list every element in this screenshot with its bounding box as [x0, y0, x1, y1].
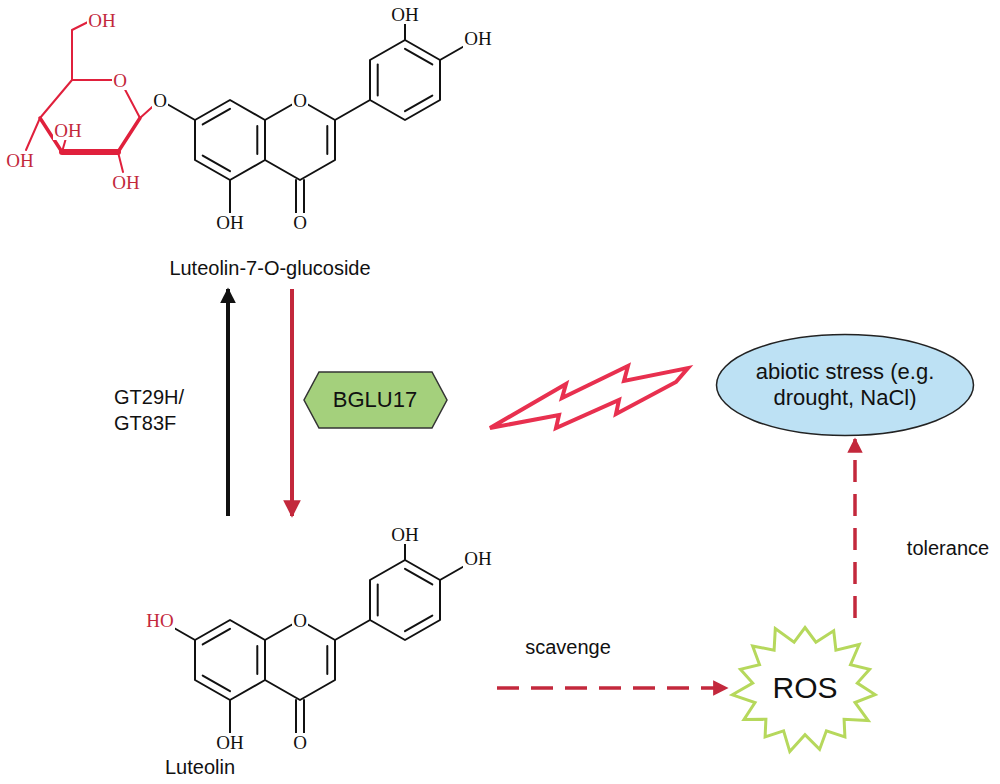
arrow	[290, 289, 294, 516]
edge-label: scavenge	[523, 634, 613, 660]
hexagon-shape	[304, 372, 447, 428]
atom-label-box: O	[112, 71, 128, 90]
dashed-arrow	[497, 686, 727, 690]
atom-label-box: OH	[111, 173, 140, 192]
atom-label-box: OH	[215, 733, 244, 752]
atom-label-box: OH	[390, 5, 419, 24]
edge-label-box: scavenge	[523, 634, 613, 660]
node-text: abiotic stress (e.g. drought, NaCl)	[745, 359, 945, 412]
enzyme-hexagon: BGLU17	[303, 371, 448, 429]
node-text: Luteolin	[165, 755, 235, 779]
arrow	[226, 289, 230, 516]
edge-label: tolerance	[905, 535, 991, 561]
atom-label-box: O	[292, 213, 308, 232]
atom-label-box: OH	[390, 525, 419, 544]
atom-label-box: OH	[53, 121, 82, 140]
node-text: ROS	[772, 670, 837, 706]
atom-label-box: OH	[215, 213, 244, 232]
atom-label-box: O	[292, 91, 308, 110]
atom-label-box: OH	[463, 549, 492, 568]
atom-label-box: OH	[87, 11, 116, 30]
molecule-node: Luteolin-7-O-glucoside	[5, 5, 495, 287]
edge-label-box: tolerance	[905, 535, 991, 561]
atom-label: OH	[5, 151, 34, 170]
atom-label-box: HO	[145, 611, 174, 630]
atom-label-box: O	[292, 611, 308, 630]
atom-label-box: OH	[5, 151, 34, 170]
atom-label-box: OH	[463, 29, 492, 48]
atom-label: OH	[390, 5, 419, 24]
atom-label-box: O	[292, 733, 308, 752]
atom-label: O	[292, 213, 308, 232]
atom-label: OH	[215, 733, 244, 752]
atom-label: O	[152, 91, 168, 110]
stress-ellipse: abiotic stress (e.g. drought, NaCl)	[715, 333, 975, 437]
atom-label-box: O	[152, 91, 168, 110]
node-text: BGLU17	[333, 387, 417, 413]
atom-label: O	[292, 611, 308, 630]
edge-label: GT29H/ GT83F	[112, 384, 202, 436]
atom-label: OH	[390, 525, 419, 544]
atom-label: O	[112, 71, 128, 90]
ellipse-shape	[717, 335, 974, 436]
atom-label: HO	[145, 611, 174, 630]
lightning-bolt	[490, 366, 688, 428]
atom-label: O	[292, 91, 308, 110]
atom-label: O	[292, 733, 308, 752]
starburst-shape	[732, 628, 875, 752]
atom-label: OH	[215, 213, 244, 232]
node-text: Luteolin-7-O-glucoside	[169, 256, 370, 280]
atom-label: OH	[53, 121, 82, 140]
atom-label: OH	[463, 549, 492, 568]
atom-label: OH	[463, 29, 492, 48]
atom-label: OH	[111, 173, 140, 192]
atom-label: OH	[87, 11, 116, 30]
ros-starburst: ROS	[729, 620, 881, 756]
dashed-arrow	[853, 439, 857, 618]
edge-label-box: GT29H/ GT83F	[112, 384, 202, 436]
